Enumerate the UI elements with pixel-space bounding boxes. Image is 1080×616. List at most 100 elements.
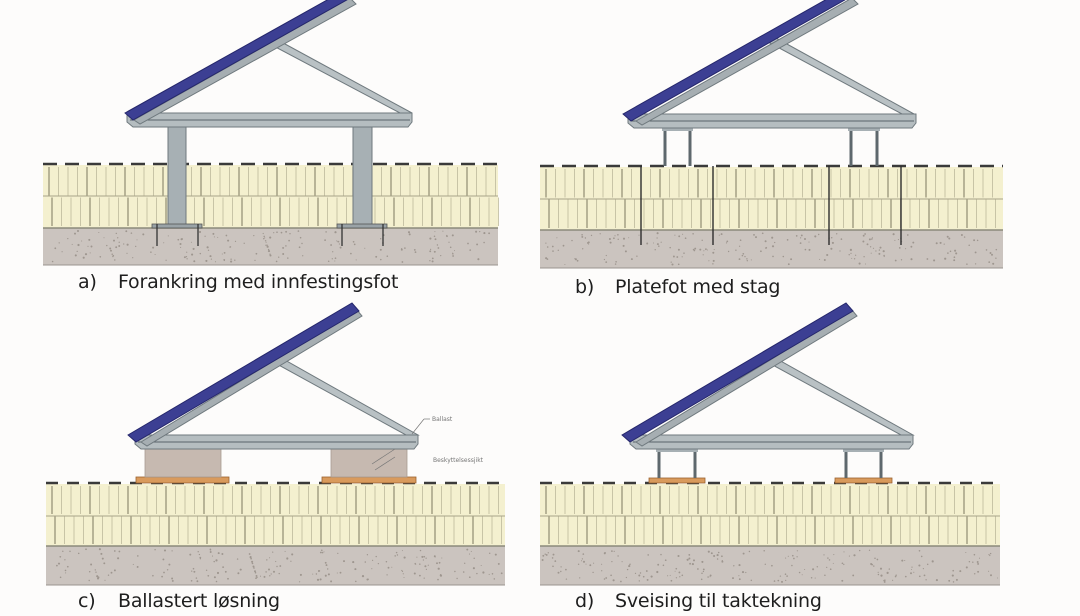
aggregate-dot <box>952 569 955 572</box>
aggregate-dot <box>396 554 399 556</box>
aggregate-dot <box>660 241 662 243</box>
aggregate-dot <box>488 573 490 575</box>
aggregate-dot <box>582 553 585 555</box>
aggregate-dot <box>150 251 152 253</box>
aggregate-dot <box>483 241 485 244</box>
aggregate-dot <box>615 260 617 263</box>
aggregate-dot <box>142 233 145 236</box>
aggregate-dot <box>98 548 101 551</box>
aggregate-dot <box>114 259 116 261</box>
aggregate-dot <box>264 237 266 239</box>
aggregate-dot <box>267 250 271 253</box>
aggregate-dot <box>454 570 456 573</box>
aggregate-dot <box>926 563 929 566</box>
foot-plate-left <box>151 223 203 229</box>
aggregate-dot <box>799 242 802 244</box>
aggregate-dot <box>352 561 355 564</box>
aggregate-dot <box>64 559 66 561</box>
aggregate-dot <box>738 258 741 261</box>
solar-panel <box>621 302 854 443</box>
aggregate-dot <box>738 575 740 577</box>
aggregate-dot <box>404 247 406 249</box>
aggregate-dot <box>380 258 382 261</box>
aggregate-dot <box>804 248 807 251</box>
aggregate-dot <box>966 263 968 265</box>
concrete-deck <box>540 230 1003 268</box>
aggregate-dot <box>824 574 826 576</box>
aggregate-dot <box>681 574 684 577</box>
aggregate-dot <box>827 557 829 559</box>
aggregate-dot <box>154 548 156 551</box>
aggregate-dot <box>255 574 258 577</box>
aggregate-dot <box>437 578 439 581</box>
aggregate-dot <box>843 563 845 566</box>
aggregate-dot <box>976 561 979 563</box>
aggregate-dot <box>939 241 942 244</box>
aggregate-dot <box>419 549 422 552</box>
aggregate-dot <box>544 553 546 555</box>
solar-panel <box>124 0 348 121</box>
aggregate-dot <box>636 255 638 257</box>
roof-build-up <box>46 481 505 586</box>
aggregate-dot <box>87 245 89 247</box>
aggregate-dot <box>477 258 480 261</box>
aggregate-dot <box>793 557 795 560</box>
aggregate-dot <box>352 240 355 243</box>
aggregate-dot <box>814 235 817 238</box>
aggregate-dot <box>400 248 403 251</box>
aggregate-dot <box>110 571 113 574</box>
insulation-layer <box>540 484 1000 546</box>
aggregate-dot <box>101 557 104 560</box>
aggregate-dot <box>265 241 267 243</box>
aggregate-dot <box>425 568 427 570</box>
aggregate-dot <box>700 578 703 581</box>
aggregate-dot <box>291 553 294 556</box>
aggregate-dot <box>901 559 904 562</box>
aggregate-dot <box>94 569 96 571</box>
aggregate-dot <box>830 237 833 239</box>
aggregate-dot <box>103 237 105 239</box>
aggregate-dot <box>995 257 997 259</box>
panel-caption: c)Ballastert løsning <box>78 590 280 612</box>
aggregate-dot <box>96 577 100 580</box>
aggregate-dot <box>716 554 719 557</box>
aggregate-dot <box>617 555 619 557</box>
aggregate-dot <box>693 249 696 252</box>
panel-rail <box>635 309 858 447</box>
aggregate-dot <box>177 238 180 241</box>
aggregate-dot <box>434 238 437 241</box>
aggregate-dot <box>897 239 899 241</box>
aggregate-dot <box>878 249 881 251</box>
mounting-frame <box>622 0 917 166</box>
aggregate-dot <box>705 248 707 251</box>
aggregate-dot <box>407 231 411 234</box>
aggregate-dot <box>707 576 709 578</box>
aggregate-dot <box>551 245 554 248</box>
aggregate-dot <box>266 559 268 561</box>
aggregate-dot <box>401 550 403 552</box>
aggregate-dot <box>862 234 865 237</box>
caption-text: Forankring med innfestingsfot <box>118 271 399 293</box>
aggregate-dot <box>630 258 633 261</box>
aggregate-dot <box>192 247 195 250</box>
panel-b-drawing <box>540 0 1003 269</box>
aggregate-dot <box>179 242 182 246</box>
aggregate-dot <box>603 258 606 261</box>
aggregate-dot <box>988 554 990 556</box>
aggregate-dot <box>746 260 748 262</box>
aggregate-dot <box>599 233 601 235</box>
aggregate-dot <box>656 237 658 239</box>
aggregate-dot <box>234 259 236 261</box>
aggregate-dot <box>69 550 71 553</box>
panel-caption: d)Sveising til taktekning <box>575 590 822 612</box>
panel-caption: a)Forankring med innfestingsfot <box>78 271 398 293</box>
aggregate-dot <box>193 570 196 573</box>
aggregate-dot <box>642 575 645 578</box>
aggregate-dot <box>717 551 720 554</box>
aggregate-dot <box>850 252 852 255</box>
aggregate-dot <box>866 243 869 246</box>
aggregate-dot <box>988 570 990 572</box>
aggregate-dot <box>224 570 227 573</box>
aggregate-dot <box>910 245 913 248</box>
